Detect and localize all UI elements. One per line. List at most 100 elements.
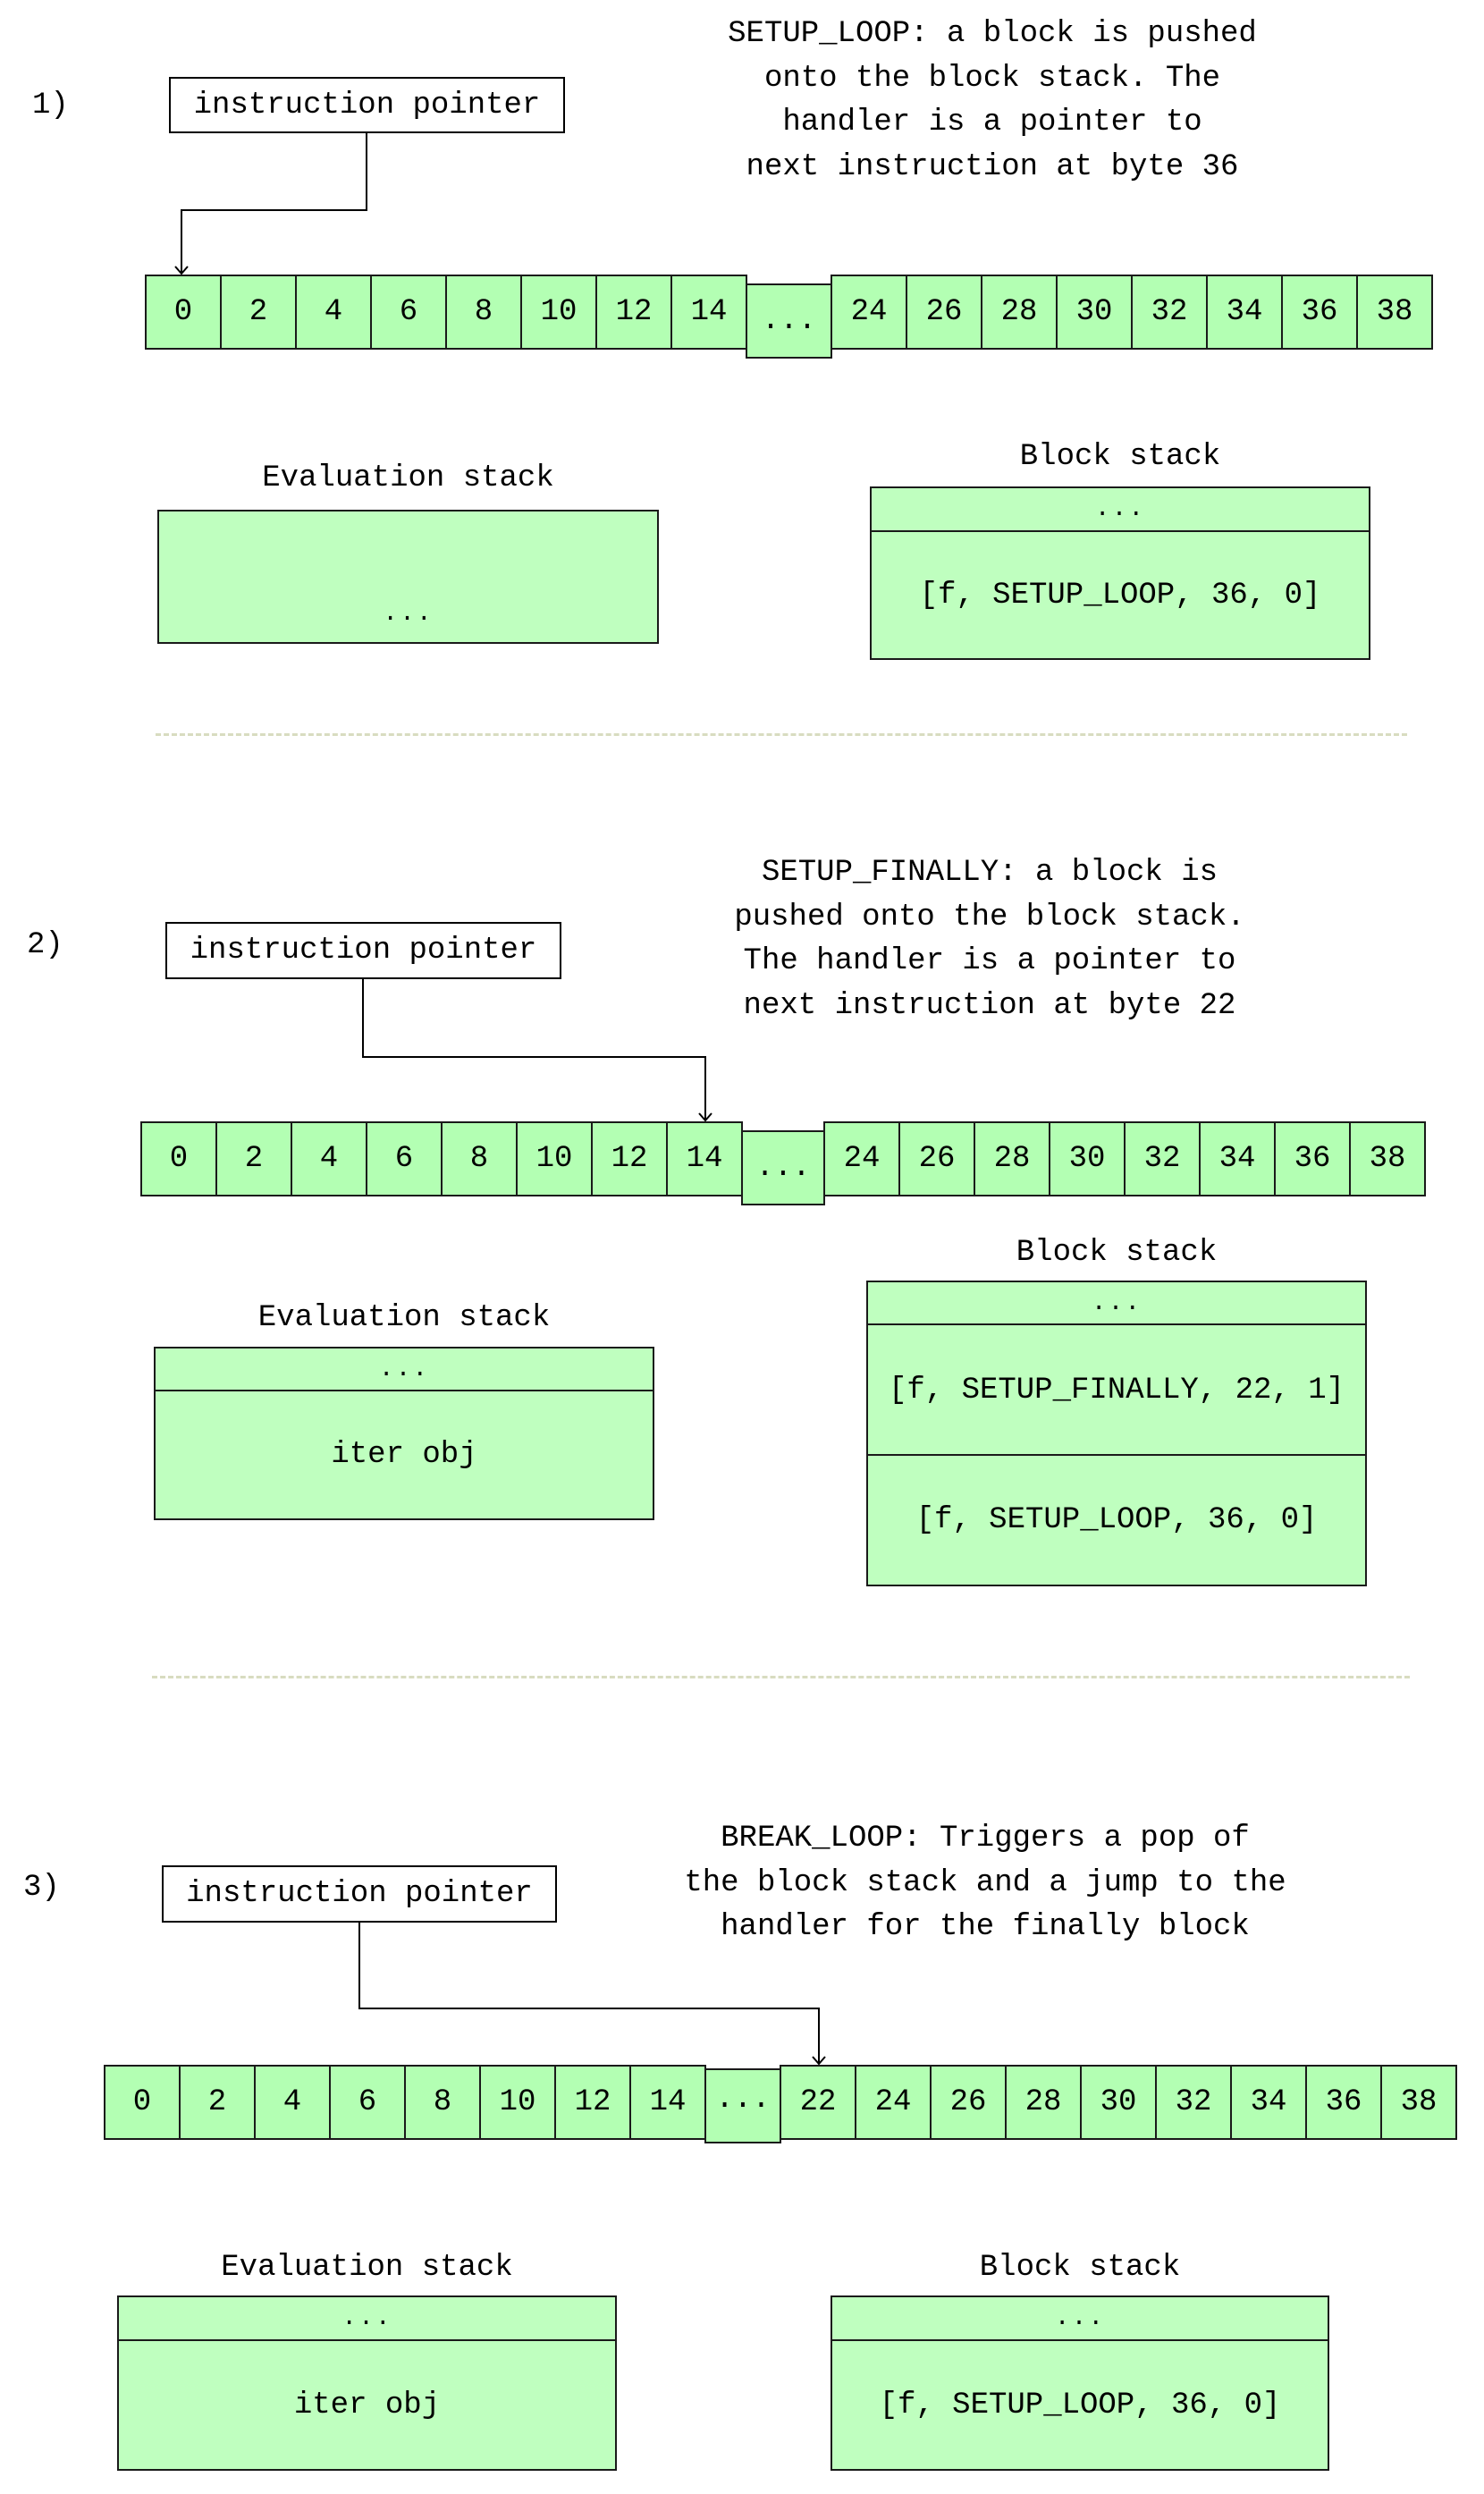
caption-line: handler for the finally block	[721, 1910, 1250, 1944]
bytecode-cell: 32	[1131, 275, 1208, 350]
bytecode-cell: 0	[104, 2065, 181, 2140]
caption-line: the block stack and a jump to the	[684, 1865, 1286, 1900]
caption-line: BREAK_LOOP: Triggers a pop of	[721, 1822, 1250, 1856]
bytecode-cell: 26	[906, 275, 982, 350]
bytecode-cell: 38	[1380, 2065, 1457, 2140]
caption-line: onto the block stack. The	[763, 61, 1221, 96]
arrowhead-icon	[812, 2056, 826, 2066]
opcode-caption: SETUP_LOOP: a block is pushed onto the b…	[653, 13, 1332, 190]
bytecode-cell: 28	[1005, 2065, 1082, 2140]
block-stack-label: Block stack	[1019, 440, 1221, 474]
evaluation-stack: ...	[157, 510, 659, 644]
bytecode-cell: 36	[1281, 275, 1358, 350]
stack-item-ellipsis: ...	[1094, 495, 1146, 523]
evaluation-stack-entry: iter obj	[156, 1390, 653, 1518]
evaluation-stack-entry: iter obj	[119, 2339, 615, 2469]
stack-item-ellipsis: ...	[378, 1355, 430, 1383]
block-stack: ... [f, SETUP_FINALLY, 22, 1] [f, SETUP_…	[866, 1281, 1367, 1586]
bytecode-cell: 10	[479, 2065, 556, 2140]
step-label: 3)	[23, 1871, 60, 1905]
block-stack: ... [f, SETUP_LOOP, 36, 0]	[870, 486, 1370, 660]
caption-line: The handler is a pointer to	[743, 944, 1236, 978]
bytecode-cell: 6	[370, 275, 447, 350]
bytecode-cell: 30	[1056, 275, 1133, 350]
caption-line: SETUP_LOOP: a block is pushed	[728, 17, 1257, 51]
bytecode-cell: 30	[1049, 1121, 1126, 1196]
instruction-pointer-label: instruction pointer	[186, 1877, 533, 1911]
bytecode-cell: 24	[831, 275, 907, 350]
bytecode-cell: 34	[1230, 2065, 1307, 2140]
instruction-pointer-box: instruction pointer	[169, 77, 565, 133]
instruction-pointer-label: instruction pointer	[193, 88, 541, 123]
stack-item-ellipsis: ...	[1091, 1289, 1143, 1317]
bytecode-cell: 8	[445, 275, 522, 350]
bytecode-cell: 24	[855, 2065, 932, 2140]
bytecode-cell: 8	[441, 1121, 518, 1196]
pointer-arrow	[181, 133, 367, 274]
bytecode-cell: 36	[1305, 2065, 1382, 2140]
step-label: 1)	[32, 89, 69, 123]
step-label: 2)	[27, 928, 63, 962]
block-stack-label: Block stack	[1016, 1236, 1218, 1270]
bytecode-cell: 32	[1155, 2065, 1232, 2140]
stack-item-ellipsis: ...	[341, 2304, 392, 2332]
ellipsis-cell: ···	[704, 2068, 781, 2143]
bytecode-cell: 36	[1274, 1121, 1351, 1196]
caption-line: handler is a pointer to	[782, 106, 1202, 139]
caption-line: next instruction at byte 22	[743, 988, 1236, 1023]
evaluation-stack: ... iter obj	[117, 2295, 617, 2471]
bytecode-cell: 22	[780, 2065, 856, 2140]
bytecode-cell: 2	[179, 2065, 256, 2140]
section-separator	[156, 733, 1407, 736]
bytecode-cell: 0	[140, 1121, 217, 1196]
arrowhead-icon	[174, 266, 189, 275]
bytecode-cell: 26	[930, 2065, 1007, 2140]
ellipsis-cell: ...	[746, 283, 832, 359]
bytecode-cell: 2	[220, 275, 297, 350]
bytecode-cell: 14	[666, 1121, 743, 1196]
bytecode-cell: 10	[520, 275, 597, 350]
bytecode-cell: 4	[254, 2065, 331, 2140]
instruction-pointer-box: instruction pointer	[162, 1865, 557, 1923]
bytecode-cell: 2	[215, 1121, 292, 1196]
block-stack-entry: [f, SETUP_FINALLY, 22, 1]	[868, 1323, 1365, 1456]
evaluation-stack-label: Evaluation stack	[221, 2251, 513, 2285]
bytecode-cell: 28	[981, 275, 1058, 350]
ellipsis-cell: ...	[741, 1130, 825, 1205]
bytecode-cell: 34	[1206, 275, 1283, 350]
bytecode-cell: 12	[554, 2065, 631, 2140]
bytecode-cell: 14	[670, 275, 747, 350]
caption-line: next instruction at byte 36	[746, 149, 1239, 184]
caption-line: SETUP_FINALLY: a block is	[761, 856, 1218, 890]
bytecode-cell: 30	[1080, 2065, 1157, 2140]
bytecode-cell: 32	[1124, 1121, 1201, 1196]
bytecode-cell: 12	[591, 1121, 668, 1196]
block-stack-entry: [f, SETUP_LOOP, 36, 0]	[832, 2339, 1328, 2469]
evaluation-stack-label: Evaluation stack	[257, 1301, 551, 1335]
bytecode-cell: 4	[295, 275, 372, 350]
instruction-pointer-box: instruction pointer	[165, 922, 561, 979]
arrowhead-icon	[698, 1112, 712, 1122]
stack-item-ellipsis: ...	[383, 599, 434, 628]
bytecode-cell: 14	[629, 2065, 706, 2140]
bytecode-cell: 6	[329, 2065, 406, 2140]
block-stack-entry: [f, SETUP_LOOP, 36, 0]	[868, 1454, 1365, 1585]
bytecode-cell: 38	[1356, 275, 1433, 350]
stack-item-ellipsis: ...	[1054, 2304, 1106, 2332]
bytecode-cell: 8	[404, 2065, 481, 2140]
bytecode-cell: 26	[898, 1121, 975, 1196]
instruction-pointer-label: instruction pointer	[190, 934, 537, 968]
block-stack-label: Block stack	[979, 2251, 1181, 2285]
block-stack-entry: [f, SETUP_LOOP, 36, 0]	[872, 530, 1369, 658]
section-separator	[152, 1676, 1410, 1678]
evaluation-stack-label: Evaluation stack	[262, 461, 554, 495]
caption-line: pushed onto the block stack.	[734, 900, 1245, 934]
bytecode-cell: 10	[516, 1121, 593, 1196]
bytecode-cell: 12	[595, 275, 672, 350]
bytecode-cell: 28	[974, 1121, 1050, 1196]
bytecode-cell: 0	[145, 275, 222, 350]
bytecode-cell: 4	[291, 1121, 367, 1196]
bytecode-cell: 6	[366, 1121, 443, 1196]
bytecode-cell: 24	[823, 1121, 900, 1196]
bytecode-cell: 34	[1199, 1121, 1276, 1196]
